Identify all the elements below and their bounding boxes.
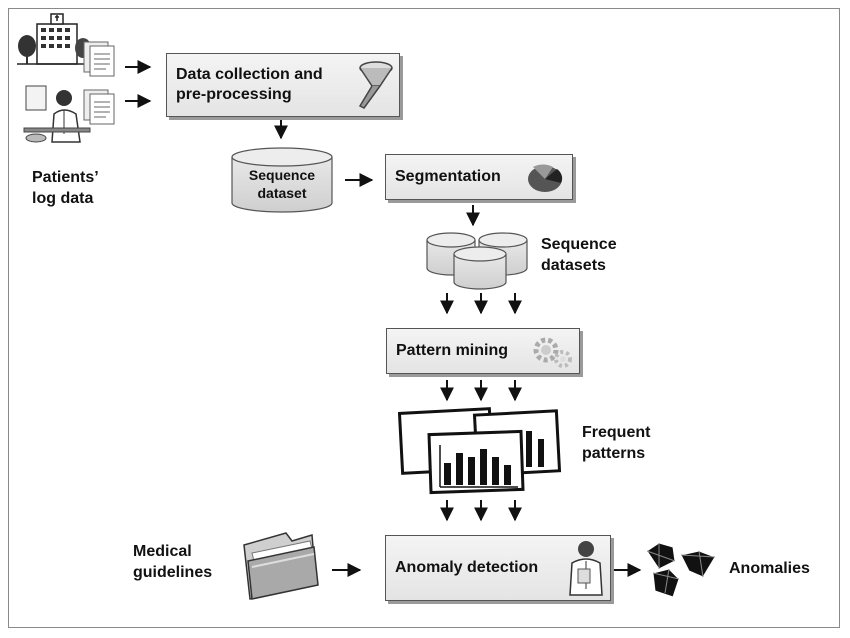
doctor-icon	[23, 85, 91, 143]
sequence-dataset-cylinder	[231, 147, 333, 213]
patients-log-data-label: Patients’ log data	[32, 169, 99, 207]
segmentation-label: Segmentation	[395, 168, 501, 185]
physician-icon	[569, 541, 603, 596]
diagram-frame	[8, 8, 840, 628]
data-collection-label: Data collection and pre-processing	[176, 66, 323, 103]
funnel-icon	[358, 61, 393, 109]
document-icon	[83, 41, 115, 77]
medical-guidelines-label: Medical guidelines	[133, 543, 213, 581]
gem-icon	[646, 542, 716, 598]
pattern-mining-box: Pattern mining	[386, 328, 580, 374]
pie-icon	[528, 164, 563, 192]
pattern-mining-label: Pattern mining	[396, 342, 509, 359]
sequence-datasets-cylinders	[426, 232, 528, 290]
anomaly-detection-label: Anomaly detection	[395, 559, 539, 576]
document-icon	[83, 89, 115, 125]
sequence-dataset-label: Sequence dataset	[248, 167, 316, 201]
folder-icon	[243, 532, 319, 600]
frequent-patterns-label: Frequent patterns	[582, 424, 651, 462]
anomalies-label: Anomalies	[729, 560, 810, 577]
hospital-icon	[17, 13, 97, 65]
gears-icon	[533, 337, 572, 368]
sequence-datasets-label: Sequence datasets	[541, 236, 617, 274]
chart-icon	[398, 407, 562, 495]
